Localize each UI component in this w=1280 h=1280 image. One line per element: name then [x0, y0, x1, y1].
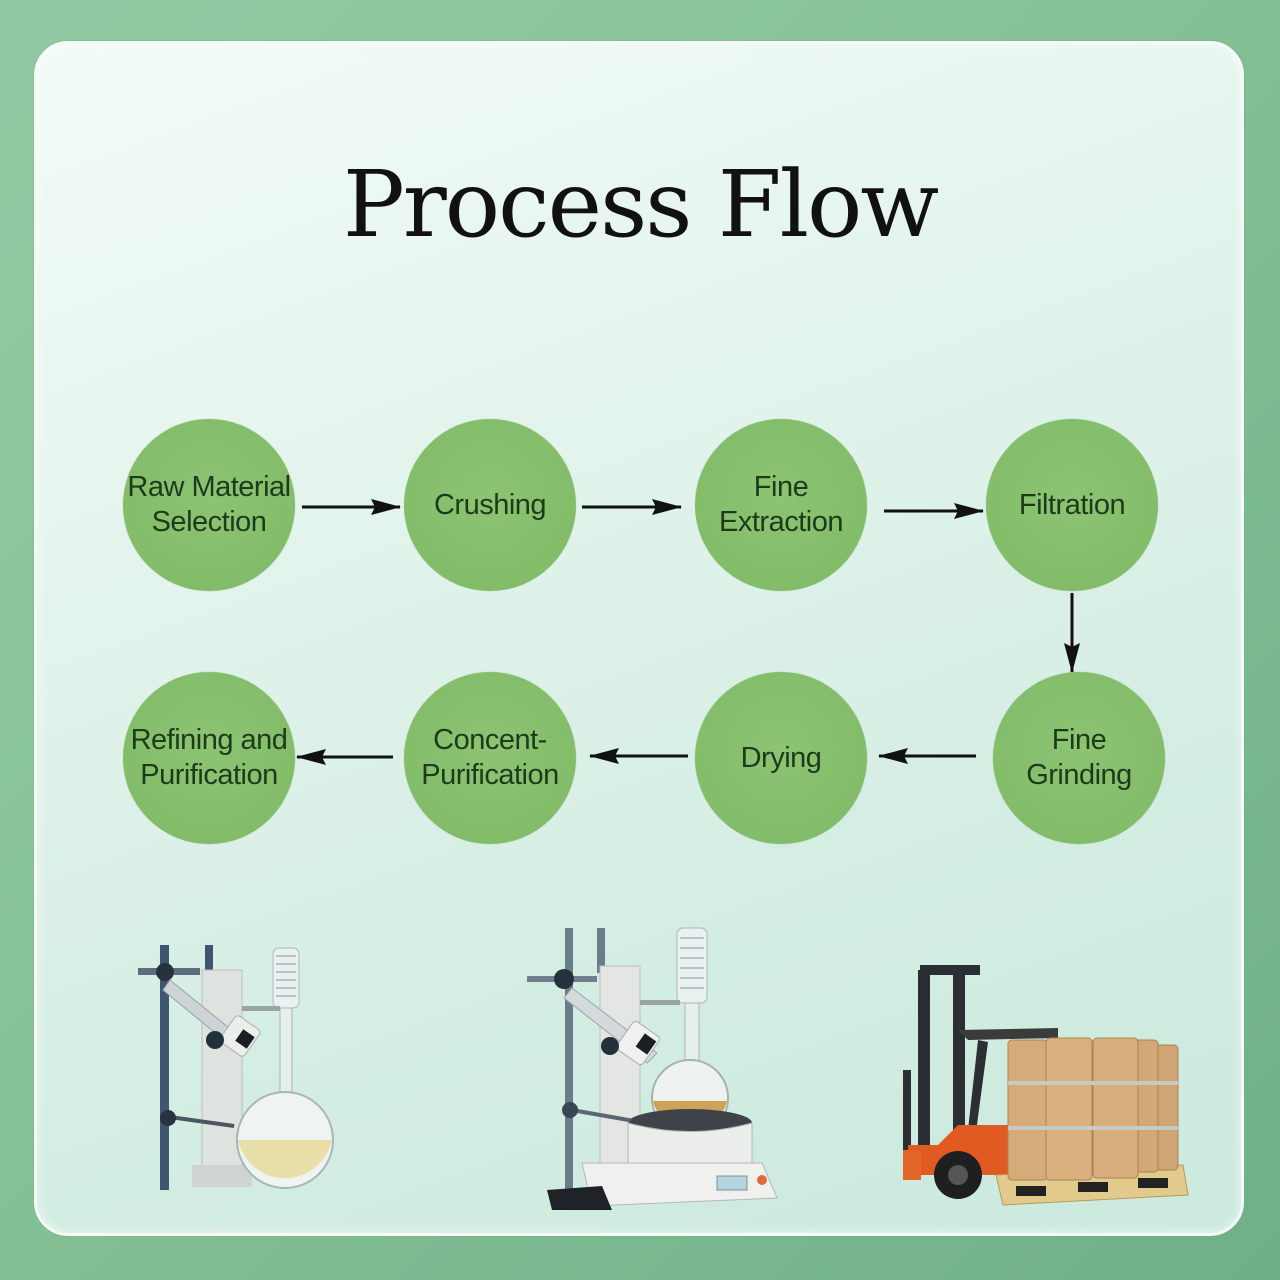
- step-label: Filtration: [1018, 488, 1126, 521]
- step-label: Concent- Purification: [421, 724, 559, 791]
- rotary-evaporator-icon: [527, 927, 778, 1210]
- step-fine-extraction: Fine Extraction: [695, 419, 867, 591]
- step-crushing: Crushing: [404, 419, 576, 591]
- step-label: Refining and Purification: [130, 724, 288, 791]
- step-label: Fine Grinding: [1026, 724, 1132, 791]
- step-drying: Drying: [695, 672, 867, 844]
- step-concent-purification: Concent- Purification: [404, 672, 576, 844]
- step-label: Crushing: [433, 488, 547, 521]
- step-label: Fine Extraction: [719, 471, 843, 538]
- step-label: Raw Material Selection: [127, 471, 291, 538]
- step-label: Drying: [740, 741, 822, 774]
- step-raw-material-selection: Raw Material Selection: [123, 419, 295, 591]
- step-refining-and-purification: Refining and Purification: [123, 672, 295, 844]
- step-fine-grinding: Fine Grinding: [993, 672, 1165, 844]
- reflux-extraction-apparatus-icon: [138, 945, 334, 1190]
- forklift-with-fiber-drums-icon: [903, 965, 1189, 1206]
- step-filtration: Filtration: [986, 419, 1158, 591]
- page-title: Process Flow: [342, 151, 939, 258]
